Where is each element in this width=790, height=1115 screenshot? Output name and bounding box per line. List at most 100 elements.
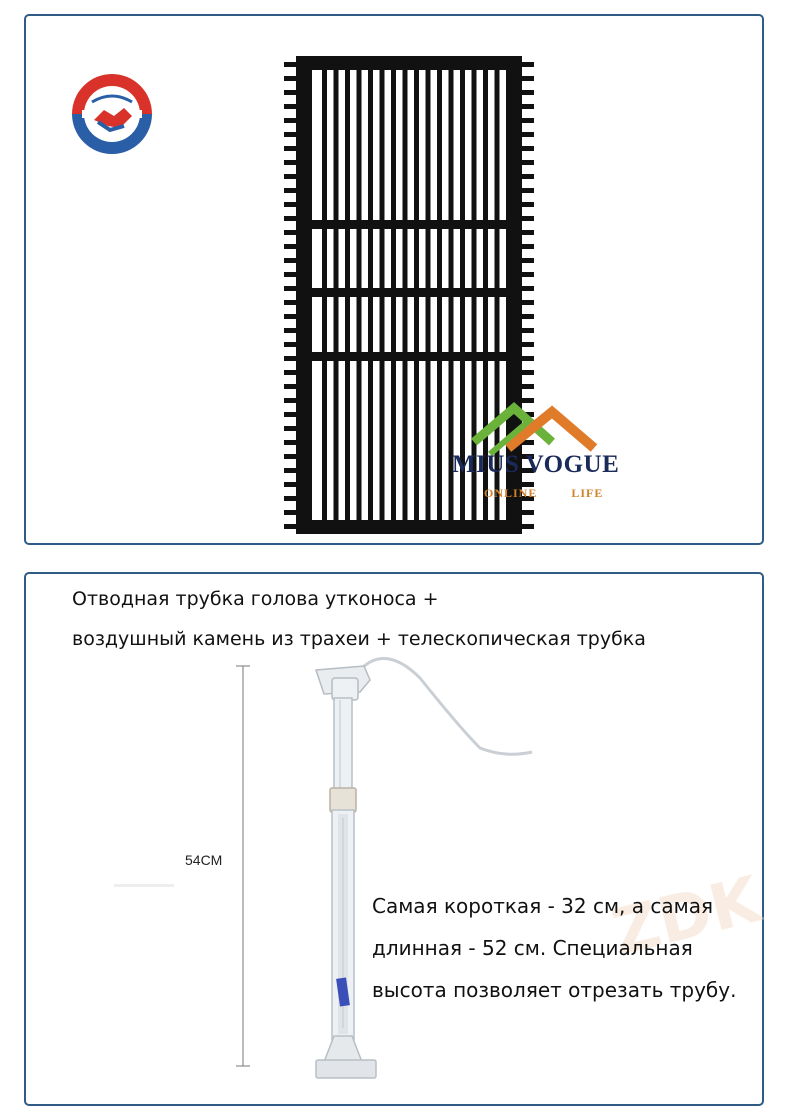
filter-tooth-left — [284, 468, 298, 473]
filter-tooth-left — [284, 132, 298, 137]
filter-tooth-right — [520, 286, 534, 291]
filter-slat — [322, 62, 327, 532]
filter-tooth-left — [284, 76, 298, 81]
filter-tooth-left — [284, 104, 298, 109]
filter-tooth-left — [284, 356, 298, 361]
filter-tooth-right — [520, 90, 534, 95]
filter-tooth-right — [520, 146, 534, 151]
decorative-smudge — [114, 884, 174, 887]
filter-tooth-right — [520, 188, 534, 193]
filter-tooth-right — [520, 510, 534, 515]
filter-slat — [356, 62, 362, 532]
filter-slat — [448, 62, 454, 532]
filter-tooth-right — [520, 328, 534, 333]
filter-tooth-right — [520, 202, 534, 207]
filter-tooth-right — [520, 174, 534, 179]
filter-tooth-left — [284, 202, 298, 207]
filter-tooth-right — [520, 258, 534, 263]
filter-tooth-left — [284, 454, 298, 459]
note-line-1: Самая короткая - 32 см, а самая — [372, 894, 713, 918]
filter-tooth-left — [284, 160, 298, 165]
filter-tooth-left — [284, 174, 298, 179]
filter-frame-top — [296, 56, 522, 70]
filter-tooth-left — [284, 258, 298, 263]
filter-tooth-right — [520, 370, 534, 375]
filter-tooth-right — [520, 398, 534, 403]
filter-tooth-left — [284, 300, 298, 305]
filter-tooth-left — [284, 510, 298, 515]
filter-tooth-left — [284, 272, 298, 277]
filter-tooth-left — [284, 426, 298, 431]
filter-tooth-left — [284, 314, 298, 319]
filter-tooth-left — [284, 188, 298, 193]
filter-tooth-left — [284, 440, 298, 445]
telescopic-tube-product-image — [300, 648, 540, 1088]
filter-slat — [333, 62, 339, 532]
filter-band-1 — [296, 220, 522, 229]
filter-frame-bottom — [296, 520, 522, 534]
filter-tooth-right — [520, 524, 534, 529]
dimension-label: 54CM — [185, 852, 223, 868]
filter-tooth-right — [520, 160, 534, 165]
roof-logo-icon — [468, 402, 632, 458]
filter-tooth-left — [284, 384, 298, 389]
filter-slat — [391, 62, 396, 532]
filter-slat — [414, 62, 419, 532]
filter-tooth-left — [284, 146, 298, 151]
filter-tooth-right — [520, 342, 534, 347]
filter-slat — [506, 62, 511, 532]
filter-tooth-left — [284, 90, 298, 95]
filter-tooth-right — [520, 272, 534, 277]
filter-slat — [379, 62, 385, 532]
filter-tooth-left — [284, 496, 298, 501]
filter-slat — [425, 62, 431, 532]
filter-tooth-left — [284, 482, 298, 487]
note-line-2: длинная - 52 см. Специальная — [372, 936, 693, 960]
filter-tooth-right — [520, 216, 534, 221]
brand-tagline: ONLINE LIFE — [484, 486, 604, 500]
filter-tooth-right — [520, 62, 534, 67]
filter-slat — [483, 62, 488, 532]
filter-tooth-left — [284, 398, 298, 403]
filter-tooth-left — [284, 370, 298, 375]
filter-slat — [437, 62, 442, 532]
grid-filter-product-image — [278, 52, 540, 540]
brand-logo-icon — [68, 70, 156, 158]
filter-tooth-right — [520, 104, 534, 109]
filter-tooth-right — [520, 118, 534, 123]
filter-tooth-left — [284, 524, 298, 529]
filter-tooth-right — [520, 482, 534, 487]
brand-name: MIUS VOGUE — [452, 451, 620, 478]
description-line-1: Отводная трубка голова утконоса + — [72, 588, 439, 610]
filter-tooth-right — [520, 132, 534, 137]
filter-tooth-left — [284, 342, 298, 347]
filter-tooth-right — [520, 454, 534, 459]
filter-band-3 — [296, 352, 522, 361]
filter-tooth-left — [284, 244, 298, 249]
filter-tooth-left — [284, 412, 298, 417]
filter-tooth-left — [284, 230, 298, 235]
filter-slat — [368, 62, 373, 532]
filter-tooth-right — [520, 230, 534, 235]
filter-tooth-right — [520, 356, 534, 361]
filter-band-2 — [296, 288, 522, 297]
filter-tooth-right — [520, 468, 534, 473]
filter-tooth-left — [284, 62, 298, 67]
filter-tooth-right — [520, 314, 534, 319]
filter-tooth-right — [520, 440, 534, 445]
filter-tooth-right — [520, 300, 534, 305]
filter-tooth-left — [284, 328, 298, 333]
description-line-2: воздушный камень из трахеи + телескопиче… — [72, 628, 646, 650]
filter-tooth-right — [520, 496, 534, 501]
filter-tooth-left — [284, 216, 298, 221]
dimension-line — [232, 664, 254, 1068]
filter-tooth-left — [284, 286, 298, 291]
filter-slat — [345, 62, 350, 532]
filter-slat — [460, 62, 465, 532]
filter-tooth-left — [284, 118, 298, 123]
filter-tooth-right — [520, 76, 534, 81]
filter-slat — [471, 62, 477, 532]
filter-tooth-right — [520, 384, 534, 389]
filter-slat — [494, 62, 500, 532]
note-line-3: высота позволяет отрезать трубу. — [372, 978, 737, 1002]
